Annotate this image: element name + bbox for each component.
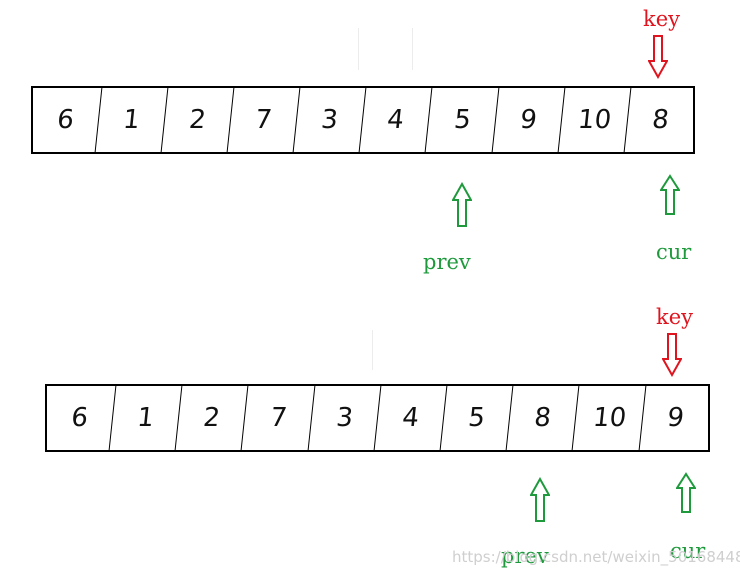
key-arrow-down-icon (648, 35, 668, 79)
array-cell: 5 (426, 88, 500, 152)
array-cell: 7 (242, 386, 316, 450)
array-cell: 9 (492, 88, 566, 152)
guide-line (358, 28, 359, 70)
guide-line (372, 330, 373, 370)
array-cell: 3 (294, 88, 367, 152)
prev-arrow-up-icon (530, 477, 550, 522)
array-cell: 10 (558, 88, 632, 152)
prev-label: prev (423, 250, 471, 274)
array-cell: 1 (95, 88, 169, 152)
cur-label: cur (670, 539, 706, 563)
array-row: 6 1 2 7 3 4 5 9 10 8 (29, 86, 695, 154)
guide-line (412, 28, 413, 70)
array-cell: 6 (29, 88, 103, 152)
array-cell: 10 (573, 386, 647, 450)
cur-arrow-up-icon (660, 174, 680, 215)
array-cell: 5 (440, 386, 514, 450)
array-cell: 8 (507, 386, 580, 450)
array-cell: 7 (227, 88, 301, 152)
watermark: https://blog.csdn.net/weixin_50168448 (452, 548, 740, 566)
array-cell: 8 (650, 105, 671, 135)
array-cell: 6 (43, 386, 117, 450)
prev-label: prev (501, 544, 549, 568)
key-label: key (656, 305, 694, 329)
array-cell: 4 (360, 88, 433, 152)
key-arrow-down-icon (662, 333, 682, 377)
array-cell: 2 (161, 88, 235, 152)
cur-label: cur (656, 240, 692, 264)
array-cell: 3 (308, 386, 382, 450)
array-cell: 2 (176, 386, 249, 450)
prev-arrow-up-icon (452, 182, 472, 227)
key-label: key (643, 7, 681, 31)
array-cell: 9 (665, 403, 686, 433)
array-cell: 4 (374, 386, 448, 450)
cur-arrow-up-icon (676, 472, 696, 513)
array-cell: 1 (109, 386, 183, 450)
array-row: 6 1 2 7 3 4 5 8 10 9 (43, 384, 710, 452)
